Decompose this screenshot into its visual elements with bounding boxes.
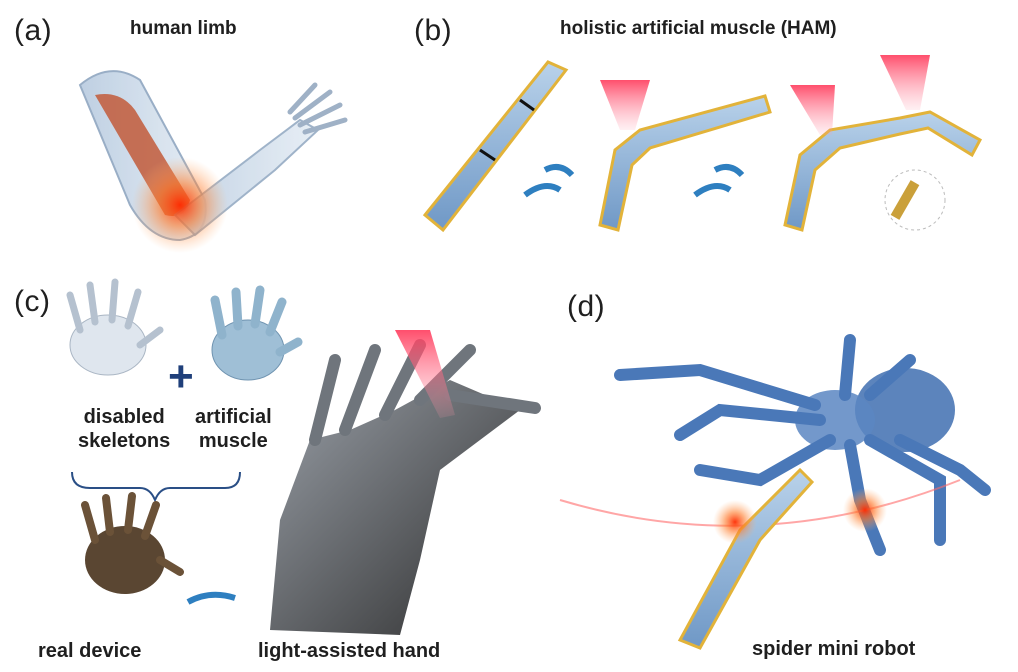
human-arm-illustration: [78, 70, 348, 253]
group-brace: [71, 471, 241, 503]
caption-ham: holistic artificial muscle (HAM): [560, 18, 837, 39]
disabled-skeleton-hand: [66, 278, 164, 376]
rotation-arrows: [523, 163, 745, 198]
ham-bent-strip-2: [783, 55, 983, 232]
label-artificial-muscle: artificial muscle: [195, 406, 272, 452]
label-disabled-skeletons: disabled skeletons: [78, 406, 171, 452]
panel-label-c: (c): [14, 285, 51, 318]
ham-bent-strip-1: [598, 80, 772, 232]
ham-straight-strip: [422, 60, 569, 233]
light-assisted-hand: [270, 330, 541, 635]
panel-label-a: (a): [14, 14, 53, 47]
heat-spot-1: [713, 500, 757, 544]
panel-label-d: (d): [567, 290, 606, 323]
artificial-muscle-hand: [210, 285, 303, 381]
real-device-hand: [81, 492, 184, 594]
label-light-assisted-hand: light-assisted hand: [258, 640, 441, 662]
spider-ham-leg: [677, 467, 815, 650]
heat-spot-2: [843, 488, 887, 532]
spider-robot: [559, 334, 991, 556]
transition-arrow: [186, 591, 236, 605]
label-real-device: real device: [38, 640, 142, 662]
plus-sign: +: [168, 352, 194, 401]
caption-spider-mini-robot: spider mini robot: [752, 638, 916, 660]
caption-human-limb: human limb: [130, 18, 237, 39]
panel-label-b: (b): [414, 14, 453, 47]
